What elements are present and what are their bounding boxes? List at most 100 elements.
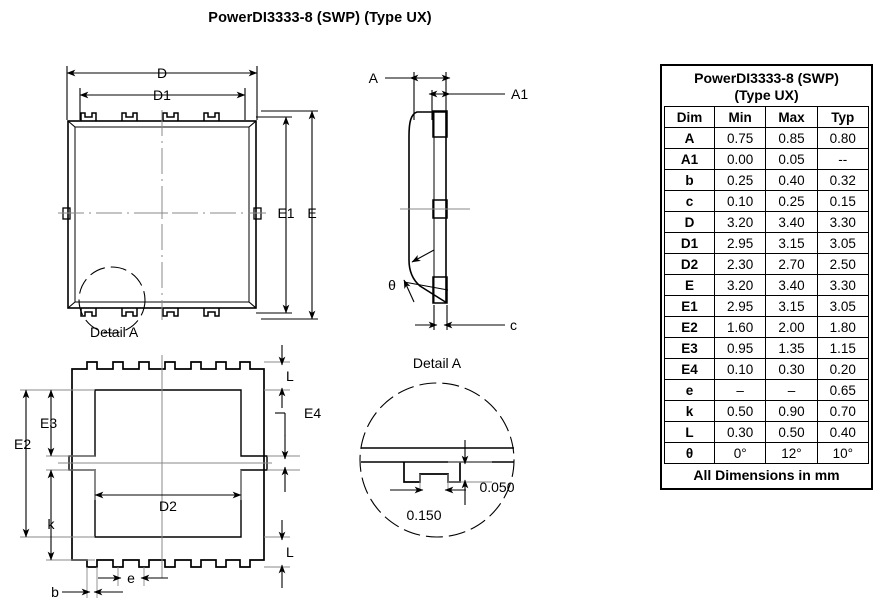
detail-a-view <box>359 382 515 538</box>
cell-dim: E2 <box>663 316 716 338</box>
cell-dim: E4 <box>663 358 716 380</box>
cell-dim: D <box>663 211 716 233</box>
label-E1: E1 <box>277 205 294 221</box>
cell-min: 2.30 <box>714 253 767 275</box>
label-theta: θ <box>388 277 396 293</box>
cell-dim: A <box>663 127 716 149</box>
cell-min: 0.25 <box>714 169 767 191</box>
label-E2: E2 <box>14 436 31 452</box>
cell-min: 0.10 <box>714 190 767 212</box>
cell-dim: D2 <box>663 253 716 275</box>
cell-max: 0.50 <box>765 421 818 443</box>
label-detail-width: 0.150 <box>406 507 441 523</box>
cell-dim: A1 <box>663 148 716 170</box>
cell-max: 12° <box>765 442 818 464</box>
cell-typ: 0.80 <box>816 127 870 149</box>
cell-dim: θ <box>663 442 716 464</box>
dimension-table-grid: PowerDI3333-8 (SWP) (Type UX) Dim Min Ma… <box>663 68 870 486</box>
cell-typ: 0.32 <box>816 169 870 191</box>
cell-dim: E1 <box>663 295 716 317</box>
cell-typ: 3.05 <box>816 295 870 317</box>
cell-dim: b <box>663 169 716 191</box>
label-e: e <box>127 570 135 586</box>
label-E3: E3 <box>40 415 57 431</box>
table-row: e––0.65 <box>663 379 870 401</box>
cell-min: 0.10 <box>714 358 767 380</box>
cell-max: 3.40 <box>765 274 818 296</box>
cell-dim: E <box>663 274 716 296</box>
cell-dim: e <box>663 379 716 401</box>
cell-dim: c <box>663 190 716 212</box>
col-header-typ: Typ <box>816 106 870 128</box>
cell-min: 1.60 <box>714 316 767 338</box>
label-L-top: L <box>286 368 294 384</box>
cell-dim: E3 <box>663 337 716 359</box>
label-D2: D2 <box>159 498 177 514</box>
cell-max: 0.05 <box>765 148 818 170</box>
table-title: PowerDI3333-8 (SWP) (Type UX) <box>664 68 869 107</box>
label-D1: D1 <box>153 87 171 103</box>
label-b: b <box>51 584 59 600</box>
cell-typ: 0.15 <box>816 190 870 212</box>
cell-typ: 0.40 <box>816 421 870 443</box>
label-A: A <box>369 70 379 86</box>
top-view <box>58 66 318 334</box>
cell-max: 3.40 <box>765 211 818 233</box>
cell-typ: -- <box>816 148 870 170</box>
cell-typ: 10° <box>816 442 870 464</box>
cell-typ: 1.80 <box>816 316 870 338</box>
cell-min: 0.00 <box>714 148 767 170</box>
label-detail-a-title: Detail A <box>413 355 462 371</box>
table-title-line2: (Type UX) <box>734 87 799 103</box>
cell-max: 0.30 <box>765 358 818 380</box>
cell-max: 0.90 <box>765 400 818 422</box>
cell-max: 2.70 <box>765 253 818 275</box>
label-A1: A1 <box>511 86 528 102</box>
table-title-line1: PowerDI3333-8 (SWP) <box>694 70 839 86</box>
page-title: PowerDI3333-8 (SWP) (Type UX) <box>208 10 432 26</box>
cell-max: 3.15 <box>765 295 818 317</box>
cell-min: 3.20 <box>714 274 767 296</box>
table-header-row: Dim Min Max Typ <box>663 106 870 128</box>
cell-min: 0.50 <box>714 400 767 422</box>
col-header-dim: Dim <box>663 106 716 128</box>
cell-max: 0.85 <box>765 127 818 149</box>
cell-typ: 0.65 <box>816 379 870 401</box>
cell-max: 1.35 <box>765 337 818 359</box>
cell-min: 0.75 <box>714 127 767 149</box>
cell-max: 2.00 <box>765 316 818 338</box>
cell-typ: 3.30 <box>816 211 870 233</box>
cell-min: 0.30 <box>714 421 767 443</box>
cell-max: 3.15 <box>765 232 818 254</box>
cell-typ: 3.05 <box>816 232 870 254</box>
side-view <box>385 72 505 330</box>
cell-typ: 0.70 <box>816 400 870 422</box>
label-detail-depth: 0.050 <box>479 479 514 495</box>
cell-min: 2.95 <box>714 232 767 254</box>
cell-max: 0.40 <box>765 169 818 191</box>
cell-max: – <box>765 379 818 401</box>
cell-typ: 0.20 <box>816 358 870 380</box>
cell-typ: 1.15 <box>816 337 870 359</box>
cell-typ: 2.50 <box>816 253 870 275</box>
label-c: c <box>510 317 517 333</box>
cell-min: 0.95 <box>714 337 767 359</box>
cell-min: 2.95 <box>714 295 767 317</box>
cell-min: – <box>714 379 767 401</box>
table-footer-row: All Dimensions in mm <box>664 463 869 486</box>
cell-typ: 3.30 <box>816 274 870 296</box>
cell-max: 0.25 <box>765 190 818 212</box>
label-E4: E4 <box>304 405 321 421</box>
